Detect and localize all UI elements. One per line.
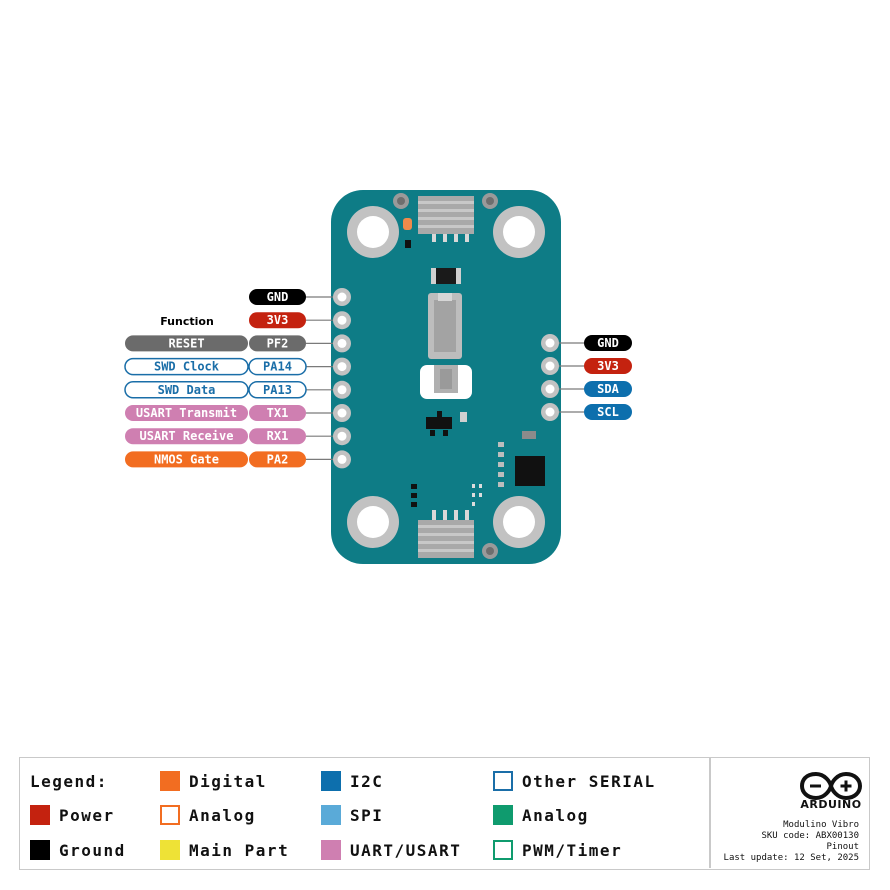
pin-hole (337, 431, 347, 441)
legend-item-power: Power (30, 805, 115, 825)
legend-item-pwm-timer: PWM/Timer (493, 840, 622, 860)
pin-label-box (249, 405, 306, 421)
function-label: USART Transmit (136, 406, 237, 420)
document-type: Pinout (826, 842, 859, 852)
mounting-hole-top-left (347, 206, 399, 258)
function-label-box (125, 335, 248, 352)
pin-hole (337, 338, 347, 348)
pin-label: RX1 (267, 429, 289, 443)
diode (431, 268, 461, 284)
legend-title: Legend: (30, 772, 108, 791)
modulino-board (331, 190, 561, 564)
function-label: SWD Clock (154, 360, 220, 374)
legend-divider (709, 758, 711, 868)
pin-label: PA13 (263, 383, 292, 397)
pin-hole (337, 362, 347, 372)
pin-hole (337, 315, 347, 325)
led (403, 218, 412, 230)
pin-label-box (248, 381, 307, 399)
pin-label-box (584, 335, 632, 351)
mounting-hole-bottom-right (493, 496, 545, 548)
passives-bottom-left (411, 484, 482, 507)
pin-label: GND (267, 290, 289, 304)
pin-hole (545, 407, 555, 417)
pin-hole (337, 385, 347, 395)
pin-label-box (249, 289, 306, 305)
legend-swatch (321, 805, 341, 825)
legend-panel: Legend: Digital I2C Other SERIAL Power A… (19, 757, 870, 870)
legend-item-ground: Ground (30, 840, 126, 860)
last-update: Last update: 12 Set, 2025 (723, 853, 859, 863)
legend-item-uart: UART/USART (321, 840, 461, 860)
pin-label: 3V3 (267, 313, 289, 327)
pin-hole (545, 361, 555, 371)
pin-hole (337, 454, 347, 464)
function-label-box (124, 357, 249, 376)
legend-swatch (160, 840, 180, 860)
function-column-heading: Function (160, 315, 214, 328)
pin-label: PA14 (263, 360, 292, 374)
legend-item-spi: SPI (321, 805, 383, 825)
pin-label: GND (597, 336, 619, 350)
pin-label: TX1 (267, 406, 289, 420)
sku-code: SKU code: ABX00130 (761, 831, 859, 841)
smd-component (405, 240, 411, 248)
pin-label: PA2 (267, 452, 289, 466)
pin-label: SDA (597, 382, 619, 396)
legend-swatch (160, 805, 180, 825)
pin-label-box (249, 451, 306, 468)
pin-hole (337, 292, 347, 302)
function-label: NMOS Gate (154, 452, 219, 466)
legend-swatch (160, 771, 180, 791)
function-label: RESET (168, 336, 204, 350)
arduino-wordmark: ARDUINO (800, 798, 862, 811)
pin-label-box (584, 381, 632, 397)
legend-item-analog-outline: Analog (160, 805, 256, 825)
legend-swatch (321, 771, 341, 791)
function-label: SWD Data (158, 383, 216, 397)
mounting-hole-bottom-left (347, 496, 399, 548)
legend-item-digital: Digital (160, 771, 267, 791)
function-label-box (125, 451, 248, 468)
function-label-box (124, 381, 249, 399)
pin-hole (337, 408, 347, 418)
pin-label-box (249, 335, 306, 352)
pin-label-box (248, 357, 307, 376)
pin-hole (545, 338, 555, 348)
legend-item-analog-green: Analog (493, 805, 589, 825)
legend-swatch (30, 840, 50, 860)
microcontroller (498, 431, 545, 487)
product-name: Modulino Vibro (783, 820, 859, 830)
pin-hole (545, 384, 555, 394)
pin-label-box (584, 404, 632, 420)
transistor (426, 411, 467, 436)
pin-label: 3V3 (597, 359, 619, 373)
legend-swatch (493, 771, 513, 791)
legend-swatch (30, 805, 50, 825)
legend-item-main-part: Main Part (160, 840, 289, 860)
legend-swatch (321, 840, 341, 860)
pin-label: SCL (597, 405, 619, 419)
pin-label-box (249, 428, 306, 445)
legend-item-i2c: I2C (321, 771, 383, 791)
function-label-box (125, 405, 248, 421)
bottom-qwiic-connector (418, 510, 474, 558)
pin-label-box (249, 312, 306, 329)
vibration-motor (420, 293, 472, 399)
legend-item-other-serial: Other SERIAL (493, 771, 656, 791)
legend-swatch (493, 805, 513, 825)
top-qwiic-connector (418, 196, 474, 242)
function-label: USART Receive (140, 429, 234, 443)
legend-swatch (493, 840, 513, 860)
arduino-logo-icon (800, 771, 862, 801)
pin-label-box (584, 358, 632, 374)
mounting-hole-top-right (493, 206, 545, 258)
function-label-box (125, 428, 248, 445)
pin-label: PF2 (267, 336, 289, 350)
